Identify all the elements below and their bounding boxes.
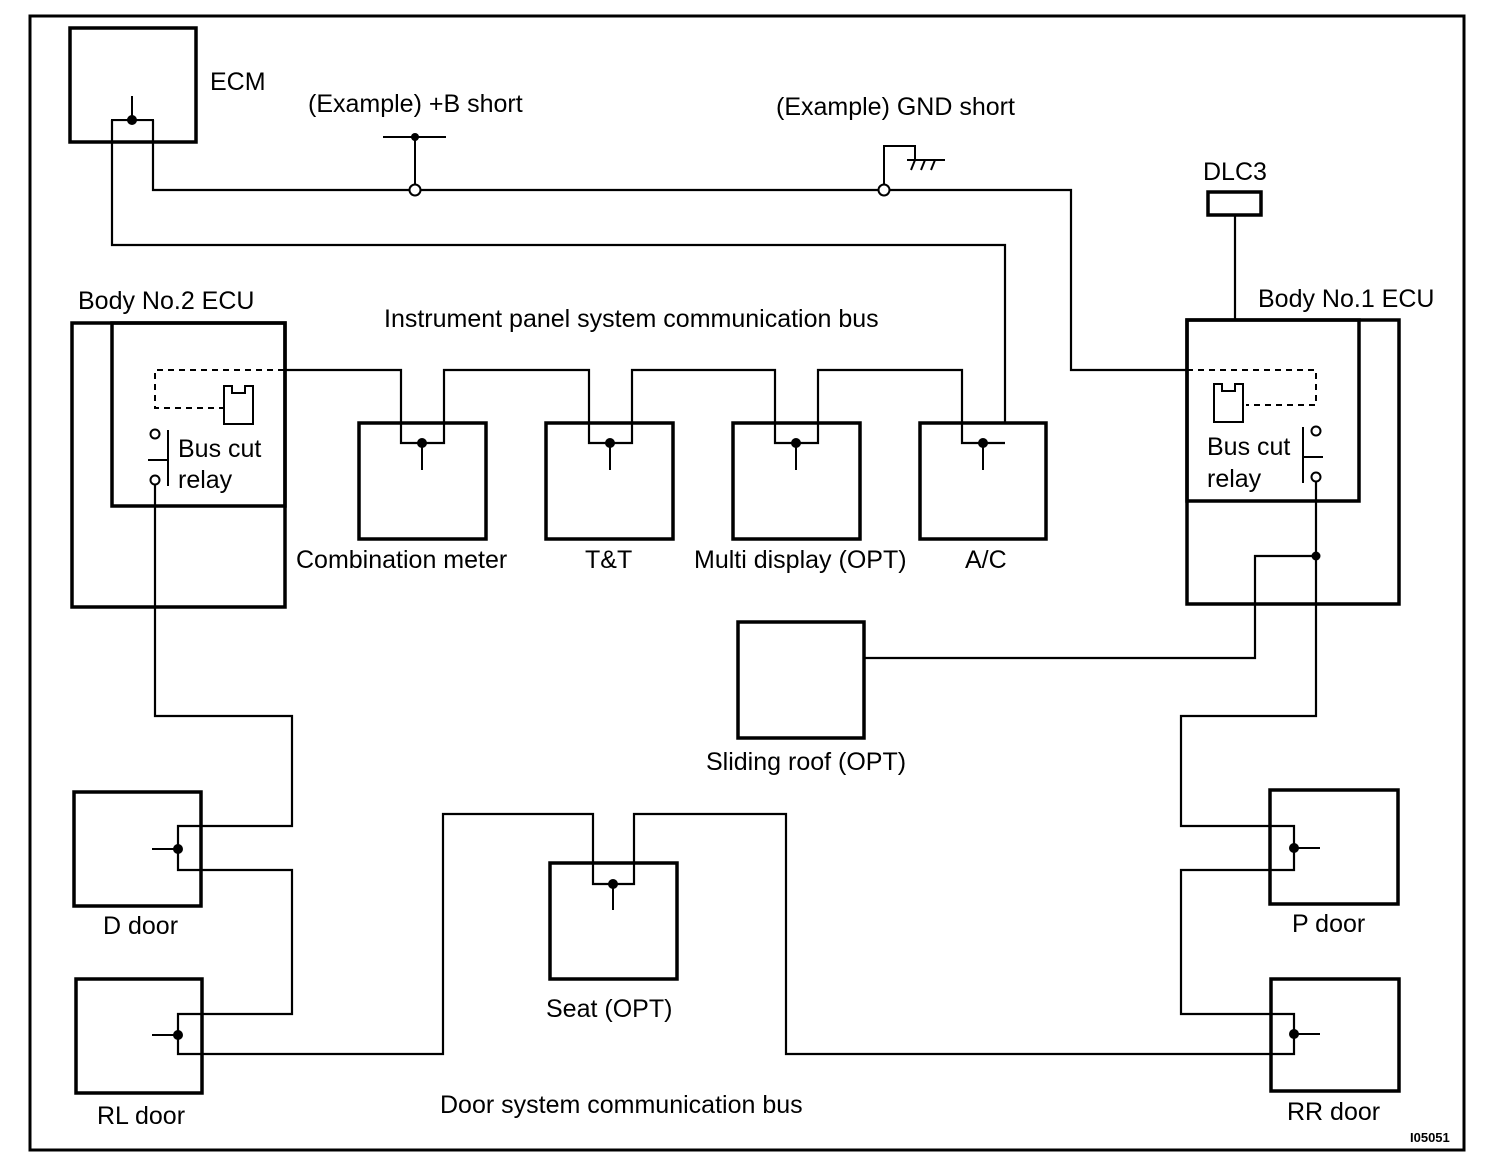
body2-ecu: Body No.2 ECU Bus cut relay: [70, 287, 287, 609]
outer-frame: [28, 14, 1466, 1152]
rr-door-unit: RR door: [1269, 977, 1401, 1126]
door-bus-label: Door system communication bus: [440, 1091, 803, 1119]
ecm-bus-lower: [110, 120, 1007, 422]
body2-relay-label-1: Bus cut: [178, 435, 261, 463]
multi-display-unit: Multi display (OPT): [694, 421, 907, 574]
ecm-unit: ECM: [68, 26, 266, 144]
combination-meter-unit: Combination meter: [296, 421, 507, 574]
body1-relay-label-1: Bus cut: [1207, 433, 1290, 461]
ac-unit: A/C: [918, 421, 1048, 574]
ac-label: A/C: [965, 546, 1007, 574]
ecm-box: [68, 26, 198, 144]
rl-door-unit: RL door: [74, 977, 204, 1130]
sliding-roof-unit: Sliding roof (OPT): [706, 554, 1316, 776]
d-door-unit: D door: [72, 790, 203, 940]
dlc3-connector: DLC3: [1203, 158, 1267, 320]
seat-unit: Seat (OPT): [546, 861, 679, 1023]
tt-label: T&T: [585, 546, 632, 574]
ecm-bus-upper: [151, 120, 1186, 372]
body1-relay-label-2: relay: [1207, 465, 1262, 493]
multi-display-label: Multi display (OPT): [694, 546, 907, 574]
ecm-label: ECM: [210, 68, 266, 96]
gnd-short-label: (Example) GND short: [776, 93, 1015, 121]
body2-relay-label-2: relay: [178, 466, 233, 494]
gnd-short-example: (Example) GND short: [776, 93, 1015, 197]
tt-unit: T&T: [544, 421, 675, 574]
sliding-roof-label: Sliding roof (OPT): [706, 748, 906, 776]
p-door-unit: P door: [1268, 788, 1400, 938]
seat-label: Seat (OPT): [546, 995, 672, 1023]
p-door-label: P door: [1292, 910, 1365, 938]
rl-door-label: RL door: [97, 1102, 185, 1130]
dlc3-label: DLC3: [1203, 158, 1267, 186]
figure-id: I05051: [1410, 1130, 1450, 1145]
ip-bus-wire: [284, 368, 1005, 445]
rr-door-label: RR door: [1287, 1098, 1380, 1126]
d-door-label: D door: [103, 912, 178, 940]
body1-ecu: Body No.1 ECU Bus cut relay: [1185, 285, 1434, 606]
ip-bus-label: Instrument panel system communication bu…: [384, 305, 879, 333]
body2-label: Body No.2 ECU: [78, 287, 254, 315]
b-short-example: (Example) +B short: [308, 90, 523, 197]
b-short-label: (Example) +B short: [308, 90, 523, 118]
body1-label: Body No.1 ECU: [1258, 285, 1434, 313]
combination-meter-label: Combination meter: [296, 546, 507, 574]
